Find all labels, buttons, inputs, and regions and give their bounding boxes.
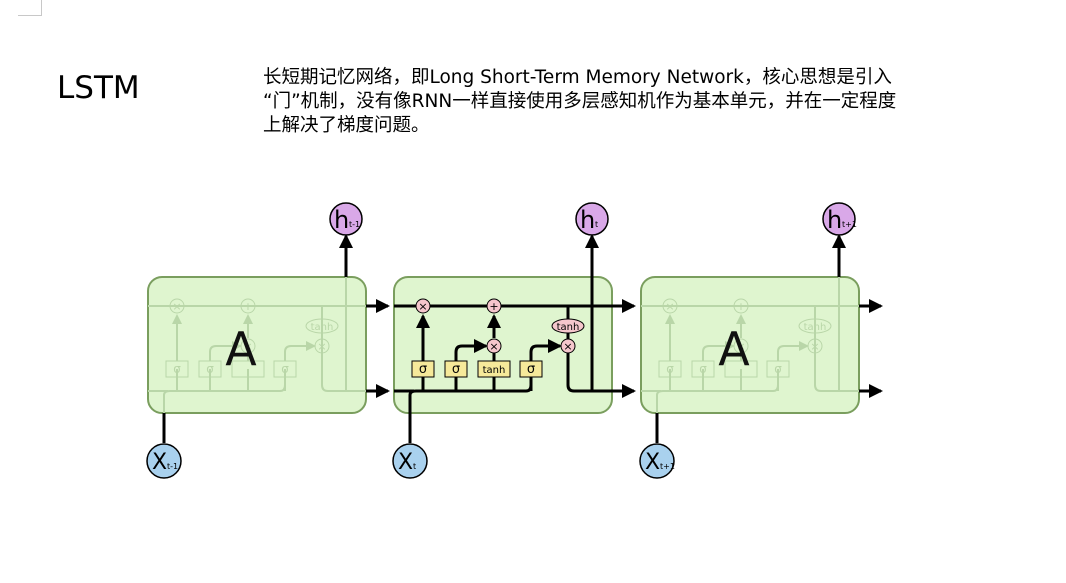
input-node-label: X [645,450,660,475]
state-tanh-label: tanh [311,322,334,333]
page-corner-mark [18,0,42,16]
output-node-subscript: t+1 [842,220,857,229]
gate-label: σ [527,362,535,377]
gate-label: tanh [483,365,506,376]
hidden-out-path [814,346,859,392]
input-multiply-op [240,338,256,354]
input-node-subscript: t [413,462,416,471]
output-multiply-op [807,338,823,354]
cell-internals: σ σ σ × + × × tanh [641,277,859,436]
input-node-x [392,443,428,479]
forget-multiply-op-symbol: × [665,300,674,313]
output-node-label: h [580,206,595,234]
description-line-3: 上解决了梯度问题。 [263,115,430,136]
input-multiply-op [733,338,749,354]
gate-label: σ [699,362,707,376]
state-add-op-symbol: + [736,300,745,313]
forget-multiply-op [169,298,185,314]
input-gate-arrow [209,341,242,361]
input-node-label: X [398,450,413,475]
state-add-op-symbol: + [489,300,498,313]
input-node-label: X [152,450,167,475]
input-gate-arrow [702,341,735,361]
output-node-label: h [827,206,842,234]
gate-label: σ [419,362,427,377]
output-multiply-op-symbol: × [317,340,326,353]
state-tanh-label: tanh [557,322,580,333]
input-multiply-op-symbol: × [243,340,252,353]
cell-label: A [225,322,257,376]
input-multiply-op-symbol: × [489,340,498,353]
forget-multiply-op [662,298,678,314]
output-multiply-op [314,338,330,354]
state-add-op-symbol: + [243,300,252,313]
gate-label: σ [206,362,214,376]
gate-label: σ [173,362,181,376]
input-node-subscript: t-1 [167,462,178,471]
state-tanh-op [305,318,339,334]
output-multiply-op-symbol: × [563,340,572,353]
cell-internals: σ σ σ × + × × tanh [148,277,366,436]
state-add-op [486,298,502,314]
input-node-x [146,443,182,479]
gate-label: σ [281,362,289,376]
forget-multiply-op [415,298,431,314]
input-node-subscript: t+1 [660,462,675,471]
state-add-op [240,298,256,314]
output-node-h [822,202,856,236]
forget-multiply-op-symbol: × [418,300,427,313]
state-tanh-label: tanh [804,322,827,333]
slide-title: LSTM [57,70,140,106]
cell-internals: σ σ tanh σ × + × × tanh [394,277,612,436]
input-multiply-op [486,338,502,354]
output-multiply-op-symbol: × [810,340,819,353]
state-tanh-op [551,318,585,334]
hidden-out-path [566,346,612,393]
input-multiply-op-symbol: × [736,340,745,353]
output-node-subscript: t-1 [349,220,360,229]
gate-label: σ [666,362,674,376]
input-node-x [639,443,675,479]
state-add-op [733,298,749,314]
description-line-1: 长短期记忆网络，即Long Short-Term Memory Network，… [263,67,892,88]
output-gate-arrow [284,341,316,361]
description-line-2: “门”机制，没有像RNN一样直接使用多层感知机作为基本单元，并在一定程度 [263,91,897,112]
cell-box [640,276,860,414]
state-tanh-op [798,318,832,334]
output-node-h [575,202,609,236]
output-node-subscript: t [595,220,598,229]
gate-label: σ [774,362,782,376]
output-gate-arrow [777,341,809,361]
input-gate-arrow [454,339,488,361]
output-node-label: h [334,206,349,234]
output-multiply-op [560,338,576,354]
gate-label: σ [452,362,460,377]
cell-box [393,276,613,414]
hidden-out-path [321,346,366,392]
output-node-h [329,202,363,236]
forget-multiply-op-symbol: × [172,300,181,313]
slide-description: 长短期记忆网络，即Long Short-Term Memory Network，… [263,66,1003,138]
cell-box [147,276,367,414]
cell-label: A [718,322,750,376]
output-gate-arrow [529,339,562,361]
